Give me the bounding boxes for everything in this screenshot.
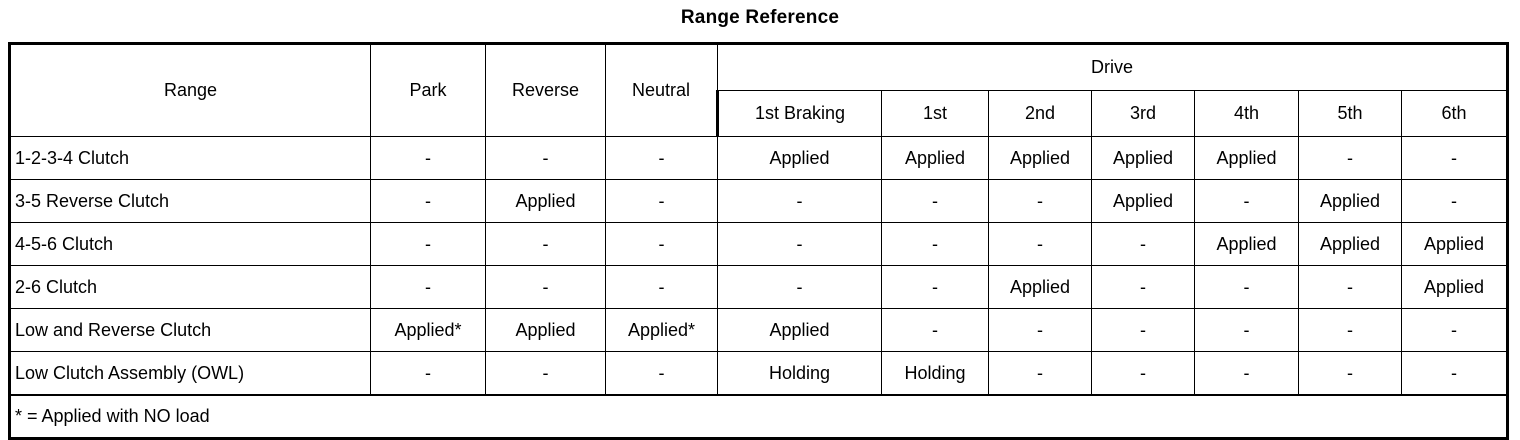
cell-3rd: -: [1091, 222, 1195, 266]
cell-5th: -: [1298, 351, 1402, 396]
table-row: Low and Reverse Clutch Applied* Applied …: [8, 308, 1510, 352]
row-label: 2-6 Clutch: [8, 265, 371, 309]
table-container: Range Park Reverse Neutral Drive 1st Bra…: [8, 42, 1510, 440]
cell-1st-braking: Holding: [717, 351, 882, 396]
cell-neutral: -: [605, 265, 718, 309]
cell-park: -: [370, 351, 486, 396]
cell-2nd: -: [988, 308, 1092, 352]
cell-neutral: Applied*: [605, 308, 718, 352]
cell-1st: -: [881, 265, 989, 309]
range-reference-table: Range Park Reverse Neutral Drive 1st Bra…: [8, 42, 1510, 440]
column-header-3rd: 3rd: [1091, 90, 1195, 137]
cell-neutral: -: [605, 179, 718, 223]
row-label: Low Clutch Assembly (OWL): [8, 351, 371, 396]
column-header-reverse: Reverse: [485, 43, 606, 137]
cell-park: -: [370, 179, 486, 223]
cell-2nd: -: [988, 351, 1092, 396]
cell-6th: -: [1400, 308, 1510, 352]
table-body: 1-2-3-4 Clutch - - - Applied Applied App…: [8, 136, 1510, 439]
cell-4th: -: [1194, 265, 1299, 309]
column-header-park: Park: [370, 43, 486, 137]
cell-1st-braking: Applied: [717, 136, 882, 180]
cell-3rd: -: [1091, 308, 1195, 352]
cell-5th: -: [1298, 136, 1402, 180]
cell-1st-braking: -: [717, 179, 882, 223]
table-row: 3-5 Reverse Clutch - Applied - - - - App…: [8, 179, 1510, 223]
cell-6th: -: [1400, 179, 1510, 223]
cell-reverse: Applied: [485, 179, 606, 223]
cell-1st: -: [881, 179, 989, 223]
table-head: Range Park Reverse Neutral Drive 1st Bra…: [8, 43, 1510, 137]
column-header-4th: 4th: [1194, 90, 1299, 137]
page-title: Range Reference: [680, 7, 840, 28]
cell-reverse: -: [485, 265, 606, 309]
cell-1st-braking: Applied: [717, 308, 882, 352]
cell-4th: -: [1194, 351, 1299, 396]
column-header-2nd: 2nd: [988, 90, 1092, 137]
cell-1st: -: [881, 222, 989, 266]
column-header-6th: 6th: [1400, 90, 1510, 137]
header-row-drive-subcolumns: 1st Braking 1st 2nd 3rd 4th 5th 6th: [10, 90, 1510, 137]
cell-reverse: -: [485, 351, 606, 396]
column-header-neutral: Neutral: [605, 43, 718, 137]
row-label: 4-5-6 Clutch: [8, 222, 371, 266]
cell-5th: -: [1298, 265, 1402, 309]
cell-4th: Applied: [1194, 136, 1299, 180]
table-row: 1-2-3-4 Clutch - - - Applied Applied App…: [8, 136, 1510, 180]
header-row-groups: Range Park Reverse Neutral Drive: [8, 43, 1510, 137]
row-label: Low and Reverse Clutch: [8, 308, 371, 352]
row-label: 1-2-3-4 Clutch: [8, 136, 371, 180]
cell-park: Applied*: [370, 308, 486, 352]
cell-3rd: -: [1091, 351, 1195, 396]
cell-reverse: -: [485, 222, 606, 266]
column-header-range: Range: [8, 43, 371, 137]
cell-neutral: -: [605, 351, 718, 396]
cell-5th: Applied: [1298, 222, 1402, 266]
cell-1st: Holding: [881, 351, 989, 396]
cell-1st: -: [881, 308, 989, 352]
cell-1st-braking: -: [717, 222, 882, 266]
cell-6th: Applied: [1400, 265, 1510, 309]
table-row: Low Clutch Assembly (OWL) - - - Holding …: [8, 351, 1510, 396]
column-header-1st: 1st: [881, 90, 989, 137]
cell-park: -: [370, 136, 486, 180]
column-header-1st-braking: 1st Braking: [716, 90, 882, 137]
cell-6th: -: [1400, 136, 1510, 180]
column-group-header-drive: Drive: [716, 43, 1510, 91]
cell-2nd: -: [988, 222, 1092, 266]
cell-4th: -: [1194, 308, 1299, 352]
cell-2nd: -: [988, 179, 1092, 223]
cell-neutral: -: [605, 136, 718, 180]
cell-park: -: [370, 222, 486, 266]
column-header-5th: 5th: [1298, 90, 1402, 137]
cell-3rd: Applied: [1091, 179, 1195, 223]
cell-5th: Applied: [1298, 179, 1402, 223]
row-label: 3-5 Reverse Clutch: [8, 179, 371, 223]
cell-1st-braking: -: [717, 265, 882, 309]
cell-2nd: Applied: [988, 265, 1092, 309]
cell-neutral: -: [605, 222, 718, 266]
cell-6th: -: [1400, 351, 1510, 396]
cell-3rd: -: [1091, 265, 1195, 309]
cell-3rd: Applied: [1091, 136, 1195, 180]
cell-2nd: Applied: [988, 136, 1092, 180]
cell-reverse: Applied: [485, 308, 606, 352]
cell-4th: Applied: [1194, 222, 1299, 266]
cell-4th: -: [1194, 179, 1299, 223]
cell-reverse: -: [485, 136, 606, 180]
cell-6th: Applied: [1400, 222, 1510, 266]
table-row: 4-5-6 Clutch - - - - - - - Applied Appli…: [8, 222, 1510, 266]
cell-park: -: [370, 265, 486, 309]
table-row: 2-6 Clutch - - - - - Applied - - - Appli…: [8, 265, 1510, 309]
cell-1st: Applied: [881, 136, 989, 180]
cell-5th: -: [1298, 308, 1402, 352]
